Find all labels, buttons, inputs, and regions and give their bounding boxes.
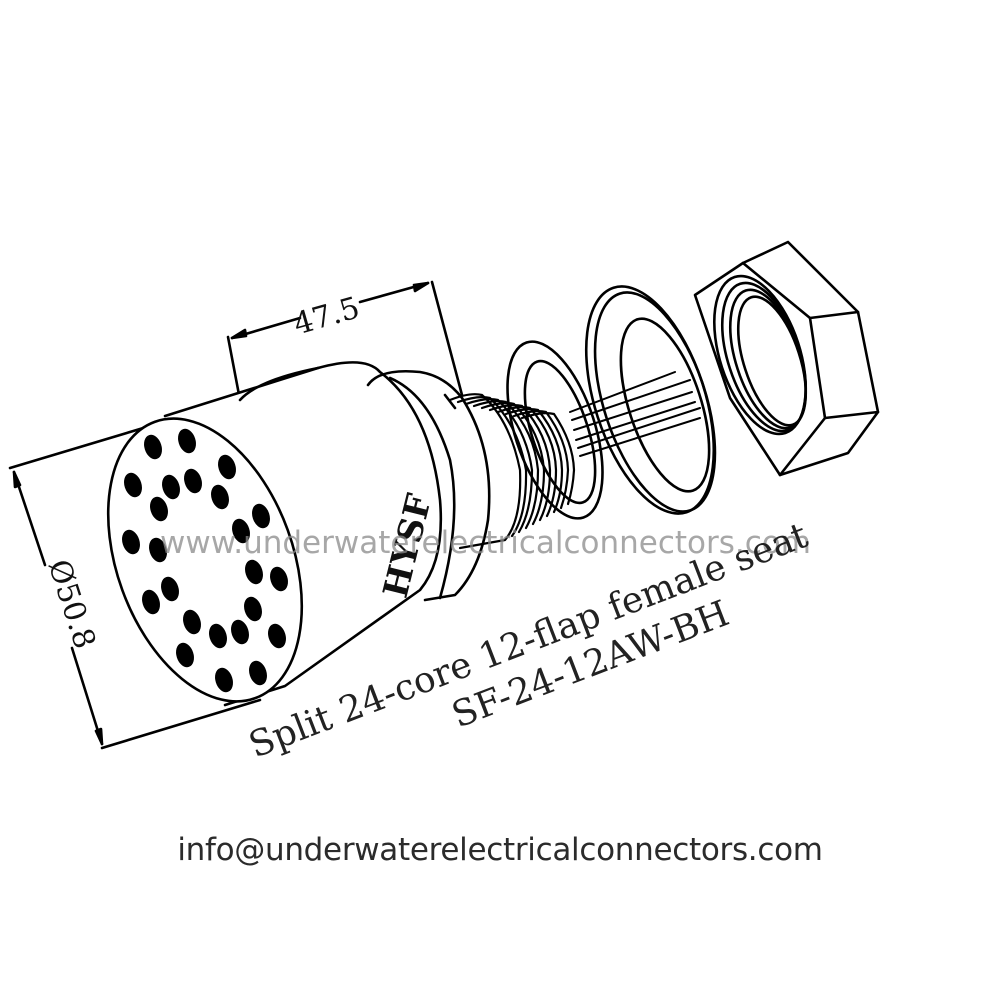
diameter-dimension bbox=[8, 418, 262, 750]
sealing-washer bbox=[506, 340, 604, 520]
length-dimension-label: 47.5 bbox=[290, 290, 364, 342]
diameter-dimension-label: Ø50.8 bbox=[41, 555, 103, 653]
flat-washer bbox=[584, 285, 717, 515]
length-dimension bbox=[226, 280, 464, 402]
pin-holes bbox=[122, 428, 288, 693]
collar bbox=[366, 370, 491, 602]
watermark: www.underwaterelectricalconnectors.com bbox=[160, 525, 811, 561]
connector-body bbox=[106, 361, 443, 707]
hex-nut bbox=[693, 240, 880, 477]
contact-email: info@underwaterelectricalconnectors.com bbox=[177, 832, 823, 868]
